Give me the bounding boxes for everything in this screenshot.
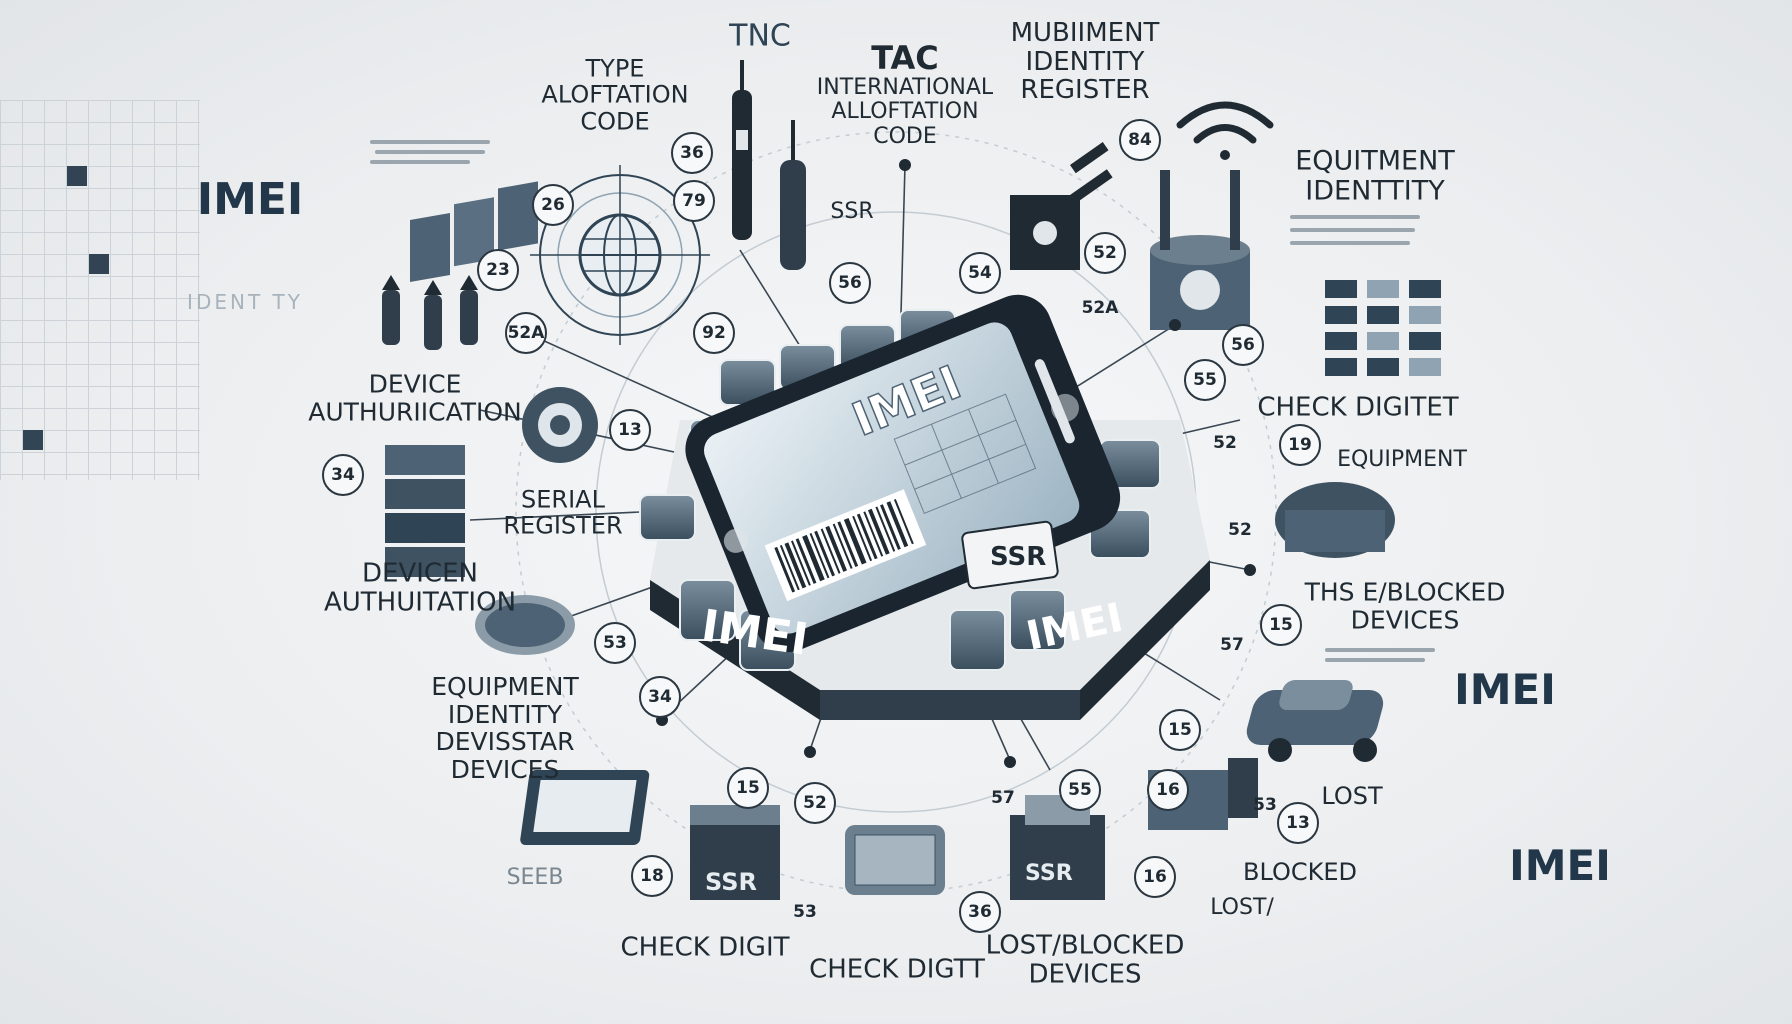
- imei-right-title-1: IMEI: [1454, 664, 1556, 714]
- text-line: [1290, 241, 1410, 245]
- number-badge: 53: [793, 902, 817, 922]
- chip-icon: [690, 805, 780, 900]
- number-badge: 36: [959, 891, 1001, 933]
- server-icon: [385, 445, 465, 577]
- grid-panel: [0, 100, 200, 480]
- seeb-label: SEEB: [506, 864, 564, 890]
- number-badge: 52: [1084, 232, 1126, 274]
- text-line: [375, 150, 485, 154]
- number-badge: 34: [639, 676, 681, 718]
- tnc-label: TNC: [729, 18, 791, 54]
- number-badge: 52: [1228, 520, 1252, 540]
- number-badge: 53: [594, 622, 636, 664]
- chip-label-2: SSR: [705, 868, 757, 896]
- lost-slash-label: LOST/: [1210, 894, 1274, 920]
- chip-label-3: SSR: [1025, 861, 1073, 886]
- number-badge: 52A: [505, 312, 547, 354]
- number-badge: 54: [959, 252, 1001, 294]
- number-badge: 13: [1277, 802, 1319, 844]
- number-badge: 16: [1147, 769, 1189, 811]
- ssr-label: SSR: [830, 198, 874, 224]
- imei-left-title: IMEI: [196, 173, 304, 225]
- grid-cell-dark: [89, 254, 109, 274]
- check-digtt-label: CHECK DIGTT: [809, 954, 985, 985]
- number-badge: 84: [1119, 119, 1161, 161]
- wifi-icon: [1176, 101, 1274, 160]
- number-badge: 34: [322, 454, 364, 496]
- number-badge: 15: [1159, 709, 1201, 751]
- coin-icon: [475, 595, 575, 655]
- number-badge: 52: [794, 782, 836, 824]
- tablet-icon: [520, 770, 650, 845]
- lost-label: LOST: [1321, 781, 1383, 810]
- number-badge: 36: [671, 132, 713, 174]
- number-badge: 55: [1184, 359, 1226, 401]
- grid-cell-dark: [67, 166, 87, 186]
- check-digit-label: CHECK DIGIT: [620, 932, 790, 963]
- connector-icon: [1010, 142, 1113, 270]
- number-badge: 56: [829, 262, 871, 304]
- text-line: [1325, 648, 1435, 652]
- card-stack-icon: [410, 181, 538, 282]
- number-badge: 13: [609, 409, 651, 451]
- car-icon: [1246, 680, 1384, 762]
- number-badge: 55: [1059, 769, 1101, 811]
- gear-icon: [522, 387, 598, 463]
- number-badge: 19: [1279, 424, 1321, 466]
- number-badge: 23: [477, 249, 519, 291]
- text-line: [370, 160, 470, 164]
- text-line: [1325, 658, 1425, 662]
- number-badge: 52A: [1081, 298, 1119, 318]
- equipment-label: EQUIPMENT: [1337, 446, 1467, 472]
- number-badge: 57: [1220, 635, 1244, 655]
- router-icon: [1275, 482, 1395, 558]
- smartphone-icon: IMEI: [685, 294, 1121, 653]
- text-line: [1290, 215, 1420, 219]
- text-line: [370, 140, 490, 144]
- probe-icon: [732, 60, 806, 270]
- number-badge: 15: [727, 767, 769, 809]
- identity-faded-label: IDENT TY: [187, 290, 303, 314]
- number-badge: 16: [1134, 856, 1176, 898]
- number-badge: 92: [693, 312, 735, 354]
- grid-cell-dark: [23, 430, 43, 450]
- number-badge: 79: [673, 180, 715, 222]
- check-digitet-label: CHECK DIGITET: [1257, 392, 1459, 423]
- number-badge: 26: [532, 184, 574, 226]
- blocked-label: BLOCKED: [1242, 857, 1358, 886]
- chip-icon: [845, 825, 945, 895]
- chip-label: SSR: [990, 542, 1046, 572]
- number-badge: 53: [1253, 795, 1277, 815]
- globe-icon: [530, 165, 710, 345]
- text-line: [1290, 228, 1415, 232]
- tip-icons: [382, 275, 478, 350]
- number-badge: 56: [1222, 324, 1264, 366]
- number-badge: 18: [631, 855, 673, 897]
- number-badge: 57: [991, 788, 1015, 808]
- keypad-icon: [1325, 280, 1441, 376]
- number-badge: 15: [1260, 604, 1302, 646]
- number-badge: 52: [1213, 433, 1237, 453]
- router-icon: [1150, 170, 1250, 330]
- barcode-icon: [764, 489, 927, 602]
- imei-right-title-2: IMEI: [1509, 840, 1611, 890]
